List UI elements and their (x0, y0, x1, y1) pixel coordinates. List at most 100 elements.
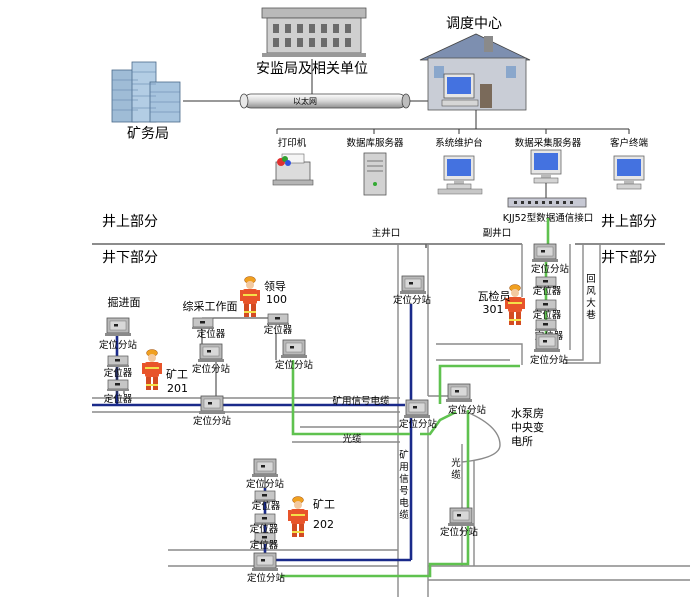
return-air-2: 风 (586, 286, 596, 297)
station-label: 定位分站 (99, 339, 138, 351)
miner-label: 矿工 (166, 368, 188, 381)
right-branch: 定位分站 定位分站 水泵房 中央变 电所 光 缆 (440, 383, 544, 538)
bureau-building-icon (261, 7, 367, 57)
below-ground-left-label: 井下部分 (102, 250, 158, 266)
tunneling-face-label: 掘进面 (108, 295, 141, 309)
fiber-v-1: 光 (451, 457, 461, 469)
locator-station-icon (399, 275, 427, 295)
return-air-3: 大 (586, 297, 596, 309)
printer-icon (272, 153, 314, 186)
locator-station-icon (198, 395, 226, 415)
gas-inspector-label: 瓦检员 (478, 289, 511, 303)
leader-label: 领导 (264, 280, 286, 293)
ethernet-label: 以太网 (293, 96, 317, 106)
ethernet-pipe (239, 93, 411, 109)
mining-face: 综采工作面 定位器 定位分站 定位分站 (183, 299, 238, 427)
locator-station-icon (104, 317, 132, 337)
station-label: 定位分站 (448, 404, 487, 416)
station-label: 定位分站 (246, 478, 285, 490)
zone-divider: 井上部分 井下部分 井上部分 井下部分 主井口 副井口 (92, 214, 665, 266)
gas-inspector-301: 瓦检员 301 (478, 284, 526, 326)
dispatch-label: 调度中心 (446, 16, 502, 32)
miner-202: 矿工 202 (287, 496, 335, 538)
db-server-label: 数据库服务器 (346, 137, 404, 149)
db-server-icon (363, 152, 387, 196)
station-label: 定位分站 (275, 359, 314, 371)
printer-label: 打印机 (278, 137, 307, 149)
signal-cable (92, 304, 413, 562)
station-label: 定位分站 (393, 294, 432, 306)
locator-icon (191, 317, 215, 330)
cable-label: 矿用信号电缆 (332, 395, 390, 407)
leader-id: 100 (266, 293, 287, 306)
fiber-label: 光缆 (342, 433, 362, 445)
station-label: 定位分站 (530, 354, 569, 366)
collector-pc-icon (530, 149, 562, 184)
collector-label: 数据采集服务器 (515, 137, 582, 149)
locator-station-icon (251, 458, 279, 478)
locator-label: 定位器 (104, 367, 133, 379)
station-label: 定位分站 (440, 526, 479, 538)
locator-label: 定位器 (533, 285, 562, 297)
cable-v-2: 用 (399, 462, 409, 473)
locator-station-icon (445, 383, 473, 403)
aux-shaft-label: 副井口 (483, 227, 512, 239)
locator-label: 定位器 (252, 500, 281, 512)
aux-shaft-branch: 定位分站 定位器 定位器 定位器 定位分站 回 风 大 巷 (530, 243, 596, 366)
locator-station-icon (280, 339, 308, 359)
vertical-cable-label: 矿 用 信 号 电 缆 (399, 449, 409, 521)
top-network: 安监局及相关单位 矿务局 以太网 (111, 7, 648, 224)
cable-v-6: 缆 (399, 509, 409, 521)
main-shaft-label: 主井口 (372, 227, 401, 239)
miner-icon (141, 349, 163, 391)
locator-station-icon (447, 507, 475, 527)
pump-line-2: 中央变 (511, 420, 544, 434)
station-label: 定位分站 (192, 363, 231, 375)
above-ground-right-label: 井上部分 (601, 214, 657, 230)
station-label: 定位分站 (193, 415, 232, 427)
miner-id: 201 (167, 382, 188, 395)
locator-icon (266, 313, 290, 326)
locator-icon (106, 355, 130, 368)
maintenance-pc-icon (437, 155, 483, 195)
locator-icon (106, 379, 130, 392)
leader-icon (239, 276, 261, 318)
bottom-branch: 定位分站 定位器 定位器 定位器 定位分站 (246, 458, 285, 584)
locator-station-icon (531, 243, 559, 263)
cable-v-1: 矿 (399, 449, 409, 461)
locator-label: 定位器 (250, 539, 279, 551)
tunnel-outlines (92, 244, 690, 597)
return-air-4: 巷 (586, 310, 596, 321)
locator-icon (534, 319, 558, 332)
miner-label: 矿工 (313, 498, 335, 511)
locator-label: 定位器 (533, 309, 562, 321)
client-pc-icon (613, 155, 645, 190)
mining-face-label: 综采工作面 (183, 299, 238, 313)
station-label: 定位分站 (531, 263, 570, 275)
cable-v-4: 号 (399, 486, 409, 497)
pump-line-1: 水泵房 (511, 407, 544, 420)
fiber-v-2: 缆 (451, 469, 461, 481)
return-air-1: 回 (586, 274, 596, 285)
gas-inspector-id: 301 (483, 303, 504, 316)
locator-label: 定位器 (197, 328, 226, 340)
locator-label: 定位器 (264, 324, 293, 336)
locator-station-icon (403, 399, 431, 419)
leader-100: 领导 100 定位器 定位分站 (239, 276, 314, 371)
miner-icon (287, 496, 309, 538)
station-label: 定位分站 (399, 418, 438, 430)
locator-station-icon (197, 343, 225, 363)
locator-station-icon (251, 552, 279, 572)
cable-v-5: 电 (399, 497, 409, 509)
mine-bureau-label: 矿务局 (127, 126, 169, 142)
above-ground-left-label: 井上部分 (102, 214, 158, 230)
miner-id: 202 (313, 518, 334, 531)
maintenance-label: 系统维护台 (435, 137, 483, 149)
kjj52-interface-icon (507, 197, 587, 208)
main-shaft-stations: 定位分站 定位分站 矿用信号电缆 光缆 (332, 275, 438, 445)
tunneling-face: 掘进面 定位分站 定位器 定位器 (99, 295, 141, 405)
locator-station-icon (533, 333, 561, 353)
miner-201: 矿工 201 (141, 349, 188, 395)
